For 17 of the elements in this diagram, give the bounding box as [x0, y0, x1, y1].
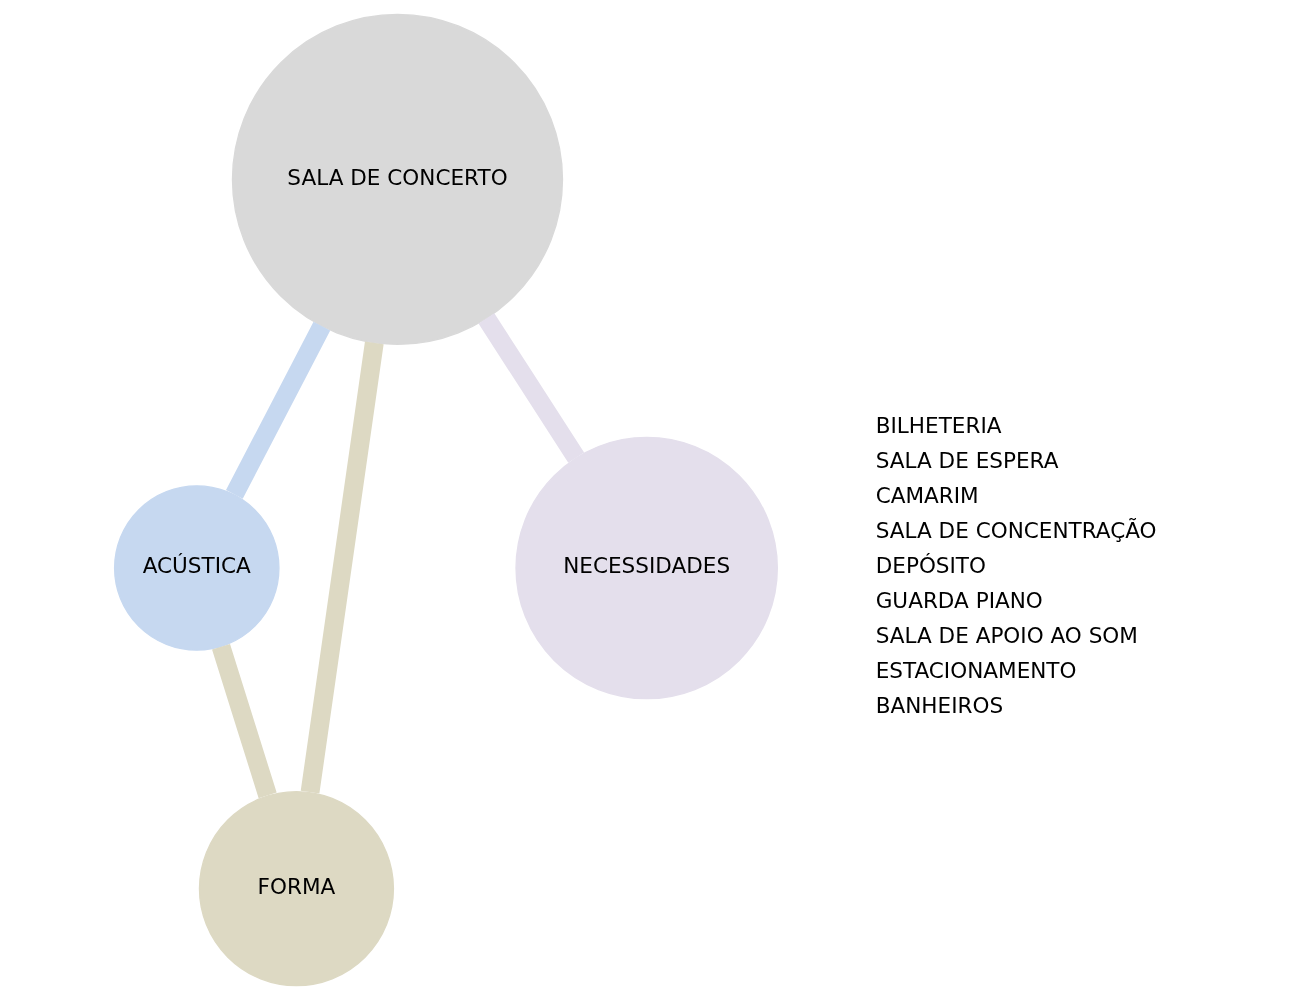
connector — [478, 312, 585, 463]
label: DEPÓSITO — [875, 552, 986, 578]
label: BANHEIROS — [875, 692, 1004, 718]
node-circle: ACÚSTICA — [113, 484, 280, 651]
connector — [212, 643, 277, 798]
label: CAMARIM — [875, 482, 979, 508]
connector — [226, 321, 331, 499]
label: ESTACIONAMENTO — [875, 657, 1077, 683]
label: SALA DE APOIO AO SOM — [875, 622, 1138, 648]
node-circle: SALA DE CONCERTO — [231, 13, 564, 345]
label: GUARDA PIANO — [875, 587, 1043, 613]
label: BILHETERIA — [875, 412, 1002, 438]
node-circle: FORMA — [198, 790, 395, 986]
label: SALA DE ESPERA — [875, 447, 1059, 473]
node-circle: NECESSIDADES — [515, 436, 779, 699]
label: SALA DE CONCENTRAÇÃO — [875, 517, 1157, 543]
connector — [300, 341, 384, 793]
